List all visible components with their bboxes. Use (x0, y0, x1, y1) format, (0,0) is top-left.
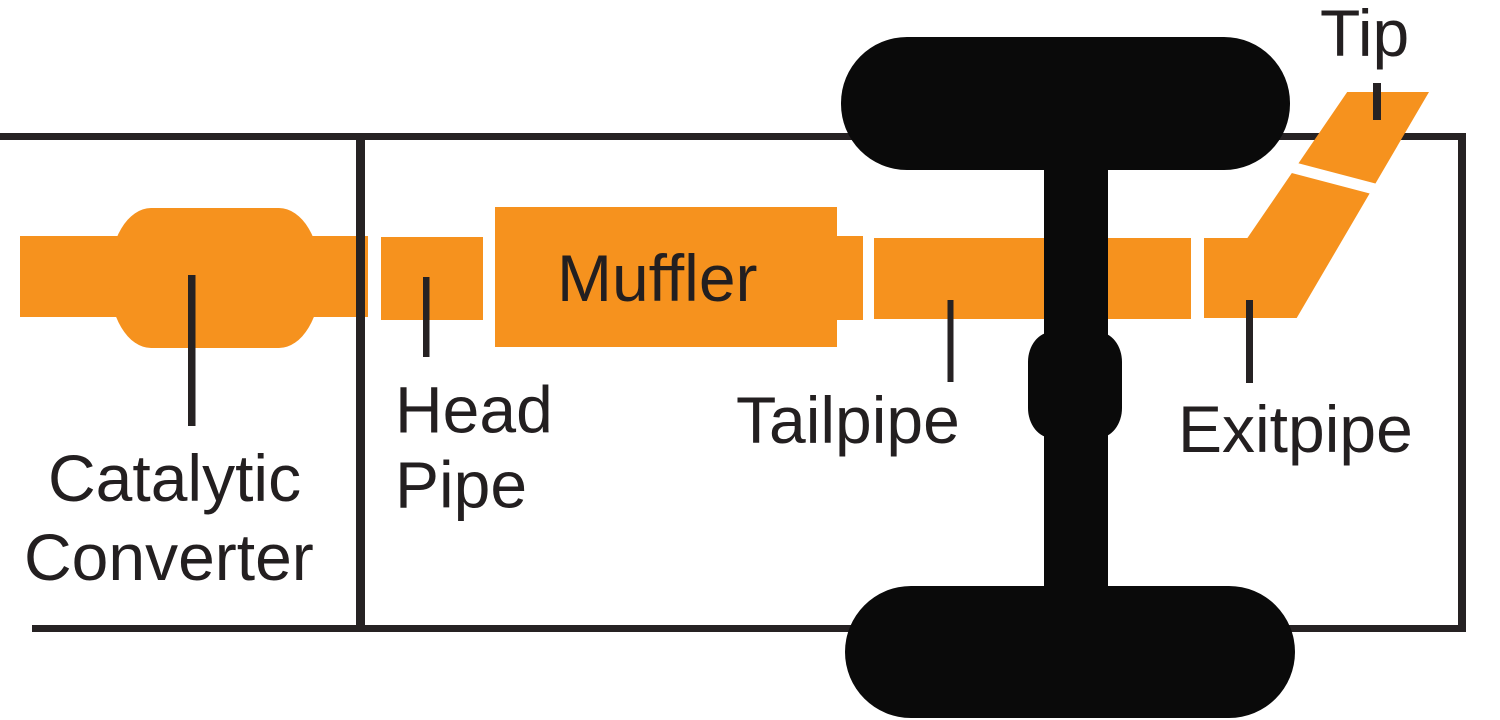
svg-text:Muffler: Muffler (557, 241, 758, 315)
svg-text:Pipe: Pipe (395, 448, 527, 522)
svg-text:Head: Head (395, 373, 553, 447)
svg-text:Catalytic: Catalytic (48, 441, 301, 515)
svg-text:Exitpipe: Exitpipe (1178, 392, 1413, 466)
svg-text:Converter: Converter (24, 520, 314, 594)
svg-text:Tailpipe: Tailpipe (736, 383, 960, 457)
svg-text:Tip: Tip (1320, 0, 1409, 70)
